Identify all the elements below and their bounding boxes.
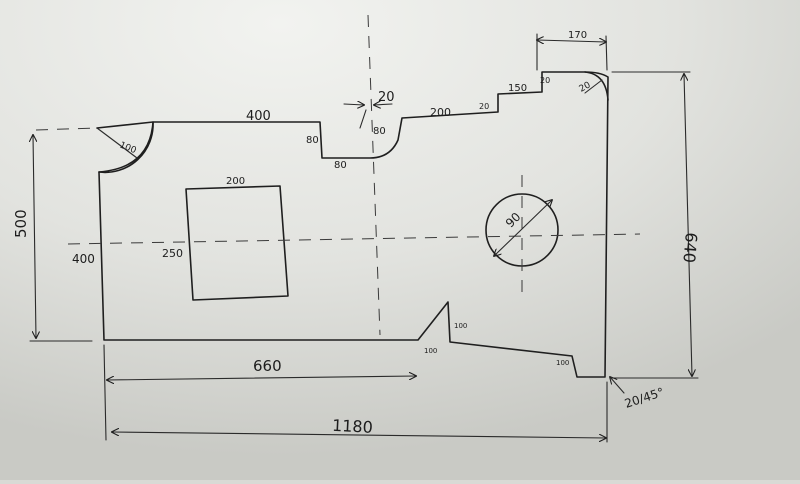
ext-line-170-right xyxy=(605,35,608,71)
leader-chamfer xyxy=(610,377,625,394)
gap-arrow-left xyxy=(343,104,364,105)
rect-cutout xyxy=(185,185,289,301)
leader-hole xyxy=(494,200,552,256)
leader-fillet xyxy=(96,127,138,159)
dim-line-640 xyxy=(684,74,692,376)
label-tooth-height: 100 xyxy=(454,322,467,330)
dim-line-500 xyxy=(33,135,36,338)
label-notch-width-80: 80 xyxy=(334,160,347,171)
label-corner-radius: 20 xyxy=(578,80,593,94)
dim-line-660 xyxy=(107,376,416,380)
label-step-height-a: 20 xyxy=(479,102,489,111)
label-rect-200: 200 xyxy=(226,176,245,187)
ext-line-left xyxy=(103,344,107,441)
label-span-660: 660 xyxy=(253,357,282,375)
label-total-1180: 1180 xyxy=(332,416,374,437)
label-gap-20: 20 xyxy=(378,90,395,105)
fillet-arc xyxy=(98,121,154,173)
label-step-height-b: 20 xyxy=(540,76,550,85)
gap-arrow-right xyxy=(374,104,393,105)
label-rect-250: 250 xyxy=(162,247,183,260)
vertical-centerline xyxy=(367,14,381,336)
label-height-500: 500 xyxy=(12,209,30,238)
label-top-400: 400 xyxy=(246,109,271,124)
label-step-200: 200 xyxy=(430,106,451,119)
label-height-640: 640 xyxy=(679,232,701,264)
label-width-170: 170 xyxy=(568,30,587,41)
part-outline xyxy=(96,71,609,378)
label-right-notch-80: 80 xyxy=(373,126,386,137)
gap-leader xyxy=(359,109,367,129)
label-bottom-step: 100 xyxy=(556,359,569,367)
top-extension xyxy=(35,127,98,131)
dim-line-170 xyxy=(537,40,606,42)
leader-corner xyxy=(584,79,603,94)
dim-line-1180 xyxy=(112,432,606,438)
label-left-notch-80: 80 xyxy=(306,135,319,146)
label-tooth-base: 100 xyxy=(424,347,437,355)
horizontal-centerline xyxy=(67,233,641,245)
label-left-400: 400 xyxy=(72,252,95,266)
label-step-150: 150 xyxy=(508,83,527,94)
